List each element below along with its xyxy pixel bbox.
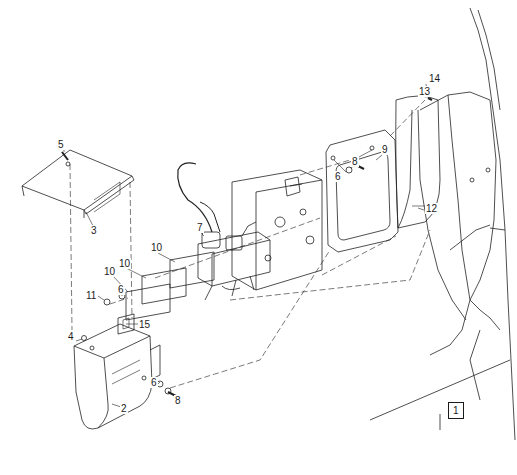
valve-block (178, 163, 270, 300)
top-shield (22, 150, 134, 218)
callout-number: 15 (138, 319, 151, 330)
callout-number: 6 (334, 171, 342, 182)
callout-number: 3 (90, 225, 98, 236)
callout-number: 12 (425, 203, 438, 214)
callout-number: 8 (174, 395, 182, 406)
callout-number: 10 (103, 266, 116, 277)
callout-number: 8 (351, 156, 359, 167)
assembly-lines (70, 100, 430, 388)
callout-number: 7 (196, 222, 204, 233)
callout-number: 13 (418, 86, 431, 97)
callout-number: 5 (57, 139, 65, 150)
callout-number: 6 (150, 377, 158, 388)
callout-number: 4 (67, 331, 75, 342)
callout-number: 14 (428, 73, 441, 84)
gasket-plates (126, 252, 214, 320)
callout-number: 10 (118, 258, 131, 269)
callout-number: 1 (453, 405, 459, 416)
leader-lines (64, 84, 428, 408)
fasteners (62, 98, 432, 396)
callout-number: 10 (150, 242, 163, 253)
mounting-plate (232, 170, 322, 290)
callout-number: 11 (85, 290, 97, 301)
callout-number: 9 (381, 144, 389, 155)
bottom-shield (74, 324, 160, 429)
machine-frame (370, 8, 515, 440)
mounting-frame (326, 130, 398, 252)
callout-number: 6 (117, 284, 125, 295)
side-cover (396, 96, 440, 228)
reference-box: 1 (448, 402, 464, 419)
callout-number: 2 (120, 403, 128, 414)
